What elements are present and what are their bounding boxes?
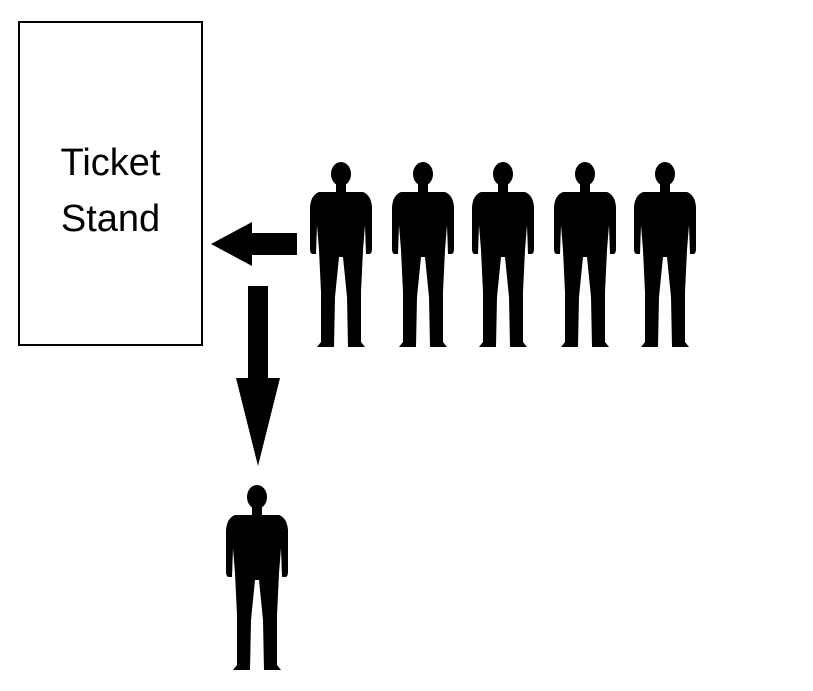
ticket-stand-label: Ticket Stand — [20, 135, 201, 247]
person-in-line-4 — [554, 162, 616, 347]
ticket-stand-label-line2: Stand — [60, 198, 161, 240]
person-in-line-2 — [392, 162, 454, 347]
person-in-line-3 — [472, 162, 534, 347]
person-in-line-1 — [310, 162, 372, 347]
person-in-line-5 — [634, 162, 696, 347]
arrow-out-of-stand — [236, 286, 280, 466]
arrow-into-stand — [211, 222, 297, 266]
ticket-stand-box: Ticket Stand — [18, 21, 203, 346]
person-served — [226, 485, 288, 670]
ticket-stand-label-line1: Ticket — [60, 142, 161, 184]
